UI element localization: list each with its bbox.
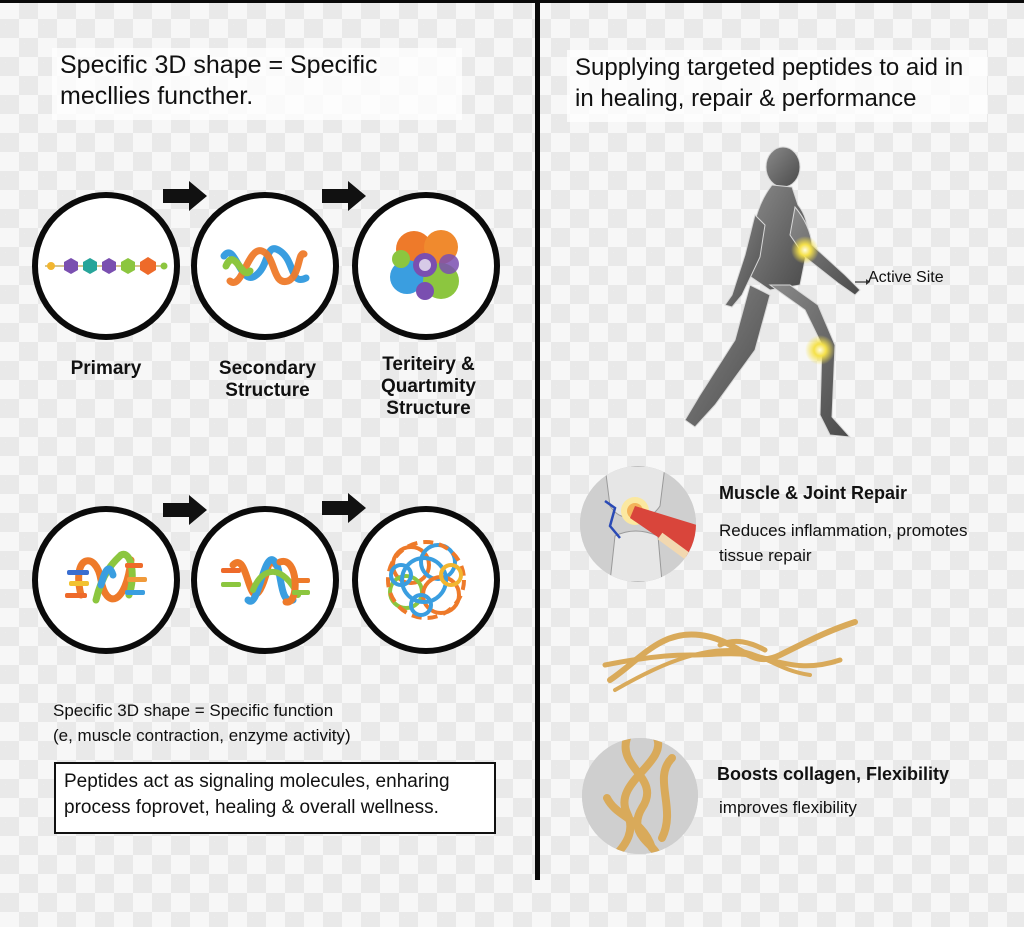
- feature-desc-muscle-joint: Reduces inflammation, promotes tissue re…: [719, 521, 968, 565]
- stage-label-secondary: Secondary Structure: [218, 358, 317, 401]
- active-site-label: Active Site: [868, 269, 944, 286]
- secondary-structure-circle: [191, 192, 339, 340]
- caption-line-2: (e, muscle contraction, enzyme activity): [53, 726, 351, 745]
- primary-structure-circle: [32, 192, 180, 340]
- elbow-highlight: [791, 236, 819, 264]
- protein-mesh-globule-icon: [386, 540, 466, 620]
- collagen-strand-icon: [602, 619, 858, 692]
- caption-line-1: Specific 3D shape = Specific function: [53, 701, 334, 720]
- alpha-helix-ribbon-icon: [220, 245, 310, 286]
- top-border: [0, 0, 1024, 3]
- signaling-note-box: Peptides act as signaling molecules, enh…: [54, 762, 496, 834]
- feature-title-muscle-joint: Muscle & Joint Repair: [719, 483, 908, 503]
- human-anatomy-walking-icon: [684, 146, 870, 438]
- right-heading: Supplying targeted peptides to aid in in…: [567, 50, 987, 122]
- feature-desc-collagen: improves flexibility: [719, 798, 857, 817]
- stage-label-tertiary: Teriteiry & Quartımity Structure: [380, 354, 477, 419]
- stage-label-primary: Primary: [70, 358, 142, 379]
- amino-acid-chain-icon: [45, 257, 168, 275]
- arrow-right-icon: [322, 493, 366, 523]
- left-heading: Specific 3D shape = Specific mecllies fu…: [52, 48, 462, 120]
- helix-sidechains-circle: [32, 506, 180, 654]
- shape-function-caption: Specific 3D shape = Specific function (e…: [53, 698, 523, 748]
- panel-divider: [535, 0, 540, 880]
- collagen-fiber-icon: [582, 738, 698, 854]
- folded-protein-globule-icon: [389, 229, 459, 300]
- feature-title-collagen: Boosts collagen, Flexibility: [717, 764, 950, 784]
- double-helix-circle: [191, 506, 339, 654]
- arrow-right-icon: [163, 495, 207, 525]
- arrow-right-icon: [163, 181, 207, 211]
- quaternary-structure-circle: [352, 506, 500, 654]
- knee-highlight: [805, 335, 835, 365]
- helix-ribbon-with-sidechains-icon: [65, 550, 147, 604]
- knee-joint-muscle-icon: [580, 466, 696, 582]
- arrow-right-icon: [322, 181, 366, 211]
- tertiary-structure-circle: [352, 192, 500, 340]
- double-helix-ribbon-icon: [220, 556, 310, 606]
